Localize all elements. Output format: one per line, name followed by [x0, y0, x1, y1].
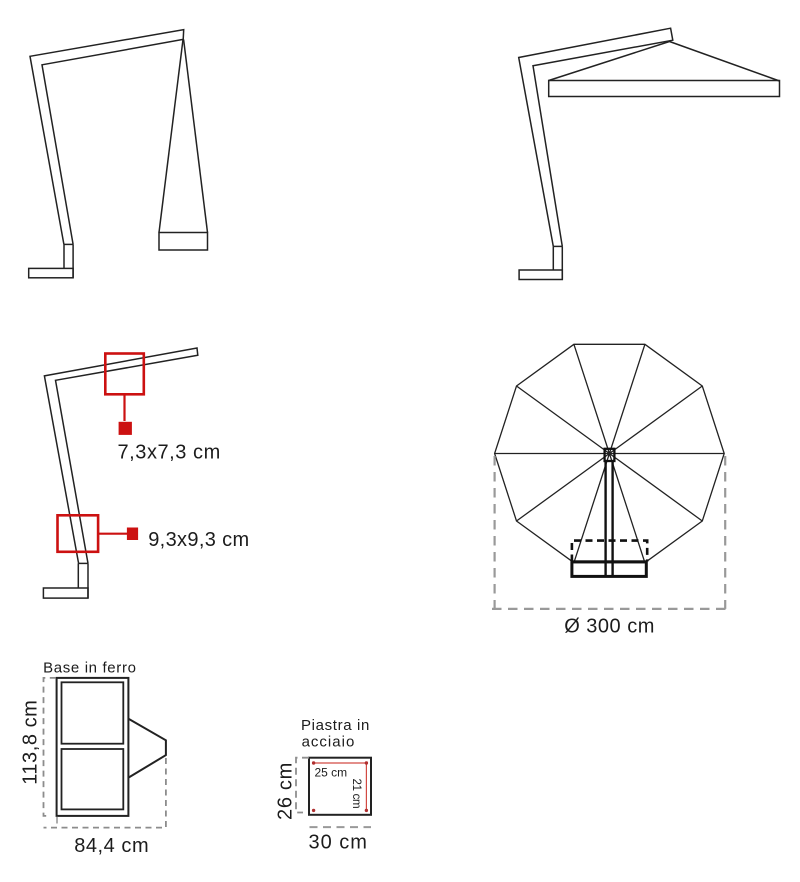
svg-text:30 cm: 30 cm [309, 832, 368, 854]
svg-text:26 cm: 26 cm [275, 762, 297, 820]
svg-text:Base in ferro: Base in ferro [43, 660, 137, 677]
svg-text:Piastra in: Piastra in [301, 717, 370, 734]
svg-text:113,8 cm: 113,8 cm [19, 700, 41, 785]
svg-text:21 cm: 21 cm [350, 779, 362, 809]
svg-text:9,3x9,3 cm: 9,3x9,3 cm [148, 529, 249, 551]
svg-text:7,3x7,3 cm: 7,3x7,3 cm [118, 441, 221, 463]
svg-text:25 cm: 25 cm [315, 766, 348, 780]
svg-text:Ø 300 cm: Ø 300 cm [564, 616, 655, 638]
svg-text:84,4 cm: 84,4 cm [74, 835, 149, 857]
svg-text:acciaio: acciaio [302, 733, 356, 750]
